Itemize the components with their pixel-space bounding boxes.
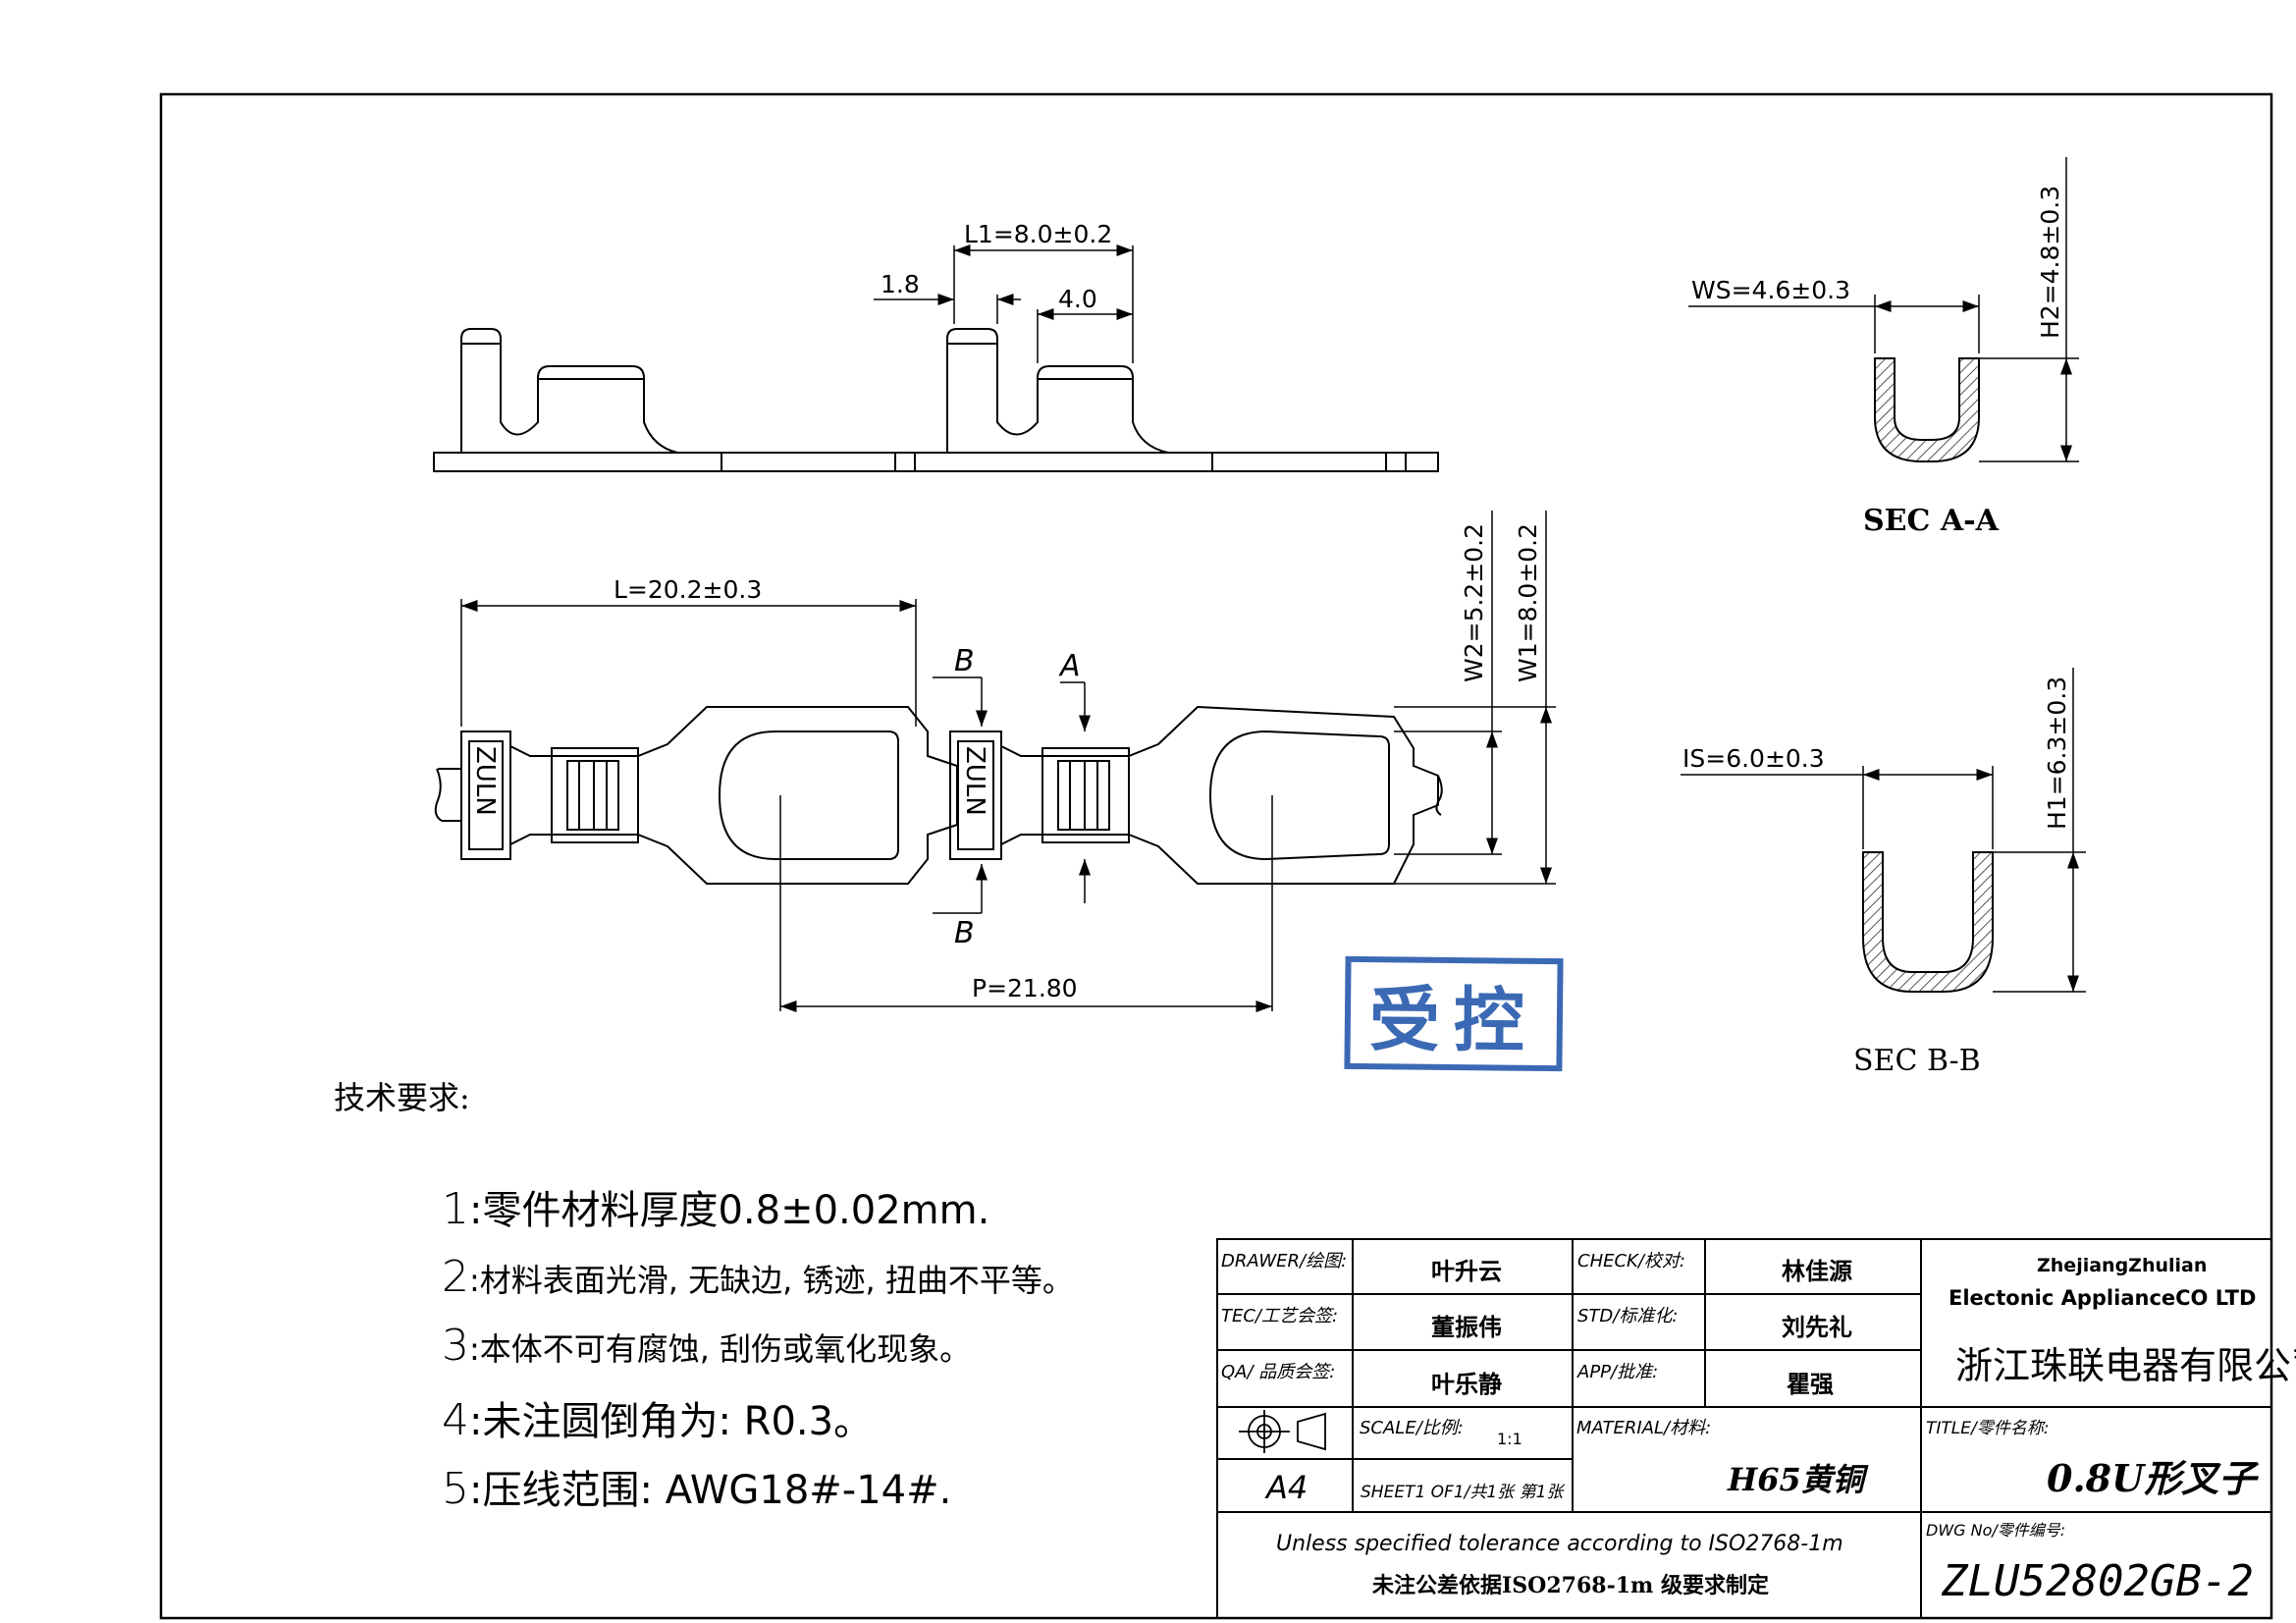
- company-cn: 浙江珠联电器有限公司: [1955, 1344, 2296, 1387]
- std-name: 刘先礼: [1782, 1313, 1852, 1341]
- dim-w1: W1=8.0±0.2: [1514, 523, 1542, 682]
- app-name: 瞿强: [1787, 1370, 1834, 1398]
- marker-b-top: B: [954, 644, 975, 678]
- note-item-3: 3:本体不可有腐蚀, 刮伤或氧化现象。: [442, 1321, 972, 1371]
- material-value: H65黄铜: [1728, 1461, 1864, 1498]
- dim-is: IS=6.0±0.3: [1682, 744, 1825, 773]
- dim-l1: L1=8.0±0.2: [964, 220, 1112, 248]
- title-block-grid: [1216, 1238, 2272, 1619]
- note-item-1: 1:零件材料厚度0.8±0.02mm.: [442, 1184, 990, 1234]
- marker-b-bottom: B: [954, 916, 975, 950]
- dim-ws: WS=4.6±0.3: [1691, 276, 1850, 304]
- section-b-b: [1862, 851, 1994, 993]
- notes-title: 技术要求:: [334, 1079, 470, 1116]
- controlled-stamp: 受控: [1344, 955, 1564, 1072]
- drawer-label: DRAWER/绘图:: [1221, 1251, 1348, 1271]
- marker-a: A: [1058, 649, 1081, 683]
- tec-name: 董振伟: [1431, 1313, 1502, 1341]
- qa-label: QA/ 品质会签:: [1221, 1362, 1336, 1382]
- dim-1-8: 1.8: [881, 270, 920, 298]
- scale-label: SCALE/比例:: [1360, 1418, 1464, 1438]
- scale-value: 1:1: [1497, 1430, 1522, 1448]
- section-b-b-label: SEC B-B: [1853, 1044, 1981, 1078]
- check-label: CHECK/校对:: [1577, 1251, 1685, 1271]
- section-a-a: [1874, 357, 1980, 462]
- std-label: STD/标准化:: [1577, 1306, 1679, 1326]
- paper-size: A4: [1266, 1469, 1308, 1506]
- side-view: [433, 328, 1439, 472]
- part-title: 0.8U形叉子: [2047, 1456, 2257, 1500]
- material-label: MATERIAL/材料:: [1576, 1418, 1712, 1438]
- company-en-2: Electonic ApplianceCO LTD: [1949, 1286, 2257, 1310]
- side-view-dimensions: [874, 244, 1134, 363]
- dim-p: P=21.80: [972, 974, 1078, 1002]
- app-label: APP/批准:: [1577, 1362, 1659, 1382]
- company-en-1: ZhejiangZhulian: [2037, 1255, 2208, 1276]
- dim-w2: W2=5.2±0.2: [1460, 523, 1488, 682]
- sheet-info: SHEET1 OF1/共1张 第1张: [1361, 1483, 1564, 1502]
- section-b-b-dimensions: [1681, 668, 2086, 993]
- top-view-dimensions: [460, 511, 1556, 1012]
- section-a-a-dimensions: [1688, 157, 2079, 462]
- note-item-2: 2:材料表面光滑, 无缺边, 锈迹, 扭曲不平等。: [442, 1252, 1074, 1302]
- drawer-name: 叶升云: [1431, 1257, 1502, 1285]
- dwg-label: DWG No/零件编号:: [1926, 1521, 2066, 1540]
- dim-h2: H2=4.8±0.3: [2036, 186, 2064, 339]
- dwg-number: ZLU52802GB-2: [1942, 1556, 2254, 1606]
- check-name: 林佳源: [1782, 1257, 1852, 1285]
- emboss-left: ZULN: [470, 746, 500, 816]
- dim-h1: H1=6.3±0.3: [2043, 676, 2071, 830]
- title-label: TITLE/零件名称:: [1926, 1419, 2050, 1438]
- qa-name: 叶乐静: [1431, 1370, 1502, 1398]
- projection-symbol-icon: [1239, 1410, 1326, 1453]
- dim-l: L=20.2±0.3: [614, 575, 762, 604]
- section-a-a-label: SEC A-A: [1863, 504, 2000, 538]
- tolerance-en: Unless specified tolerance according to …: [1276, 1532, 1843, 1556]
- top-view: [434, 705, 1443, 885]
- dim-4-0: 4.0: [1058, 285, 1097, 313]
- tec-label: TEC/工艺会签:: [1221, 1306, 1339, 1326]
- emboss-right: ZULN: [960, 746, 989, 816]
- note-item-4: 4:未注圆倒角为: R0.3。: [442, 1395, 874, 1445]
- note-item-5: 5:压线范围: AWG18#-14#.: [442, 1464, 952, 1514]
- tolerance-cn: 未注公差依据ISO2768-1m 级要求制定: [1372, 1573, 1769, 1598]
